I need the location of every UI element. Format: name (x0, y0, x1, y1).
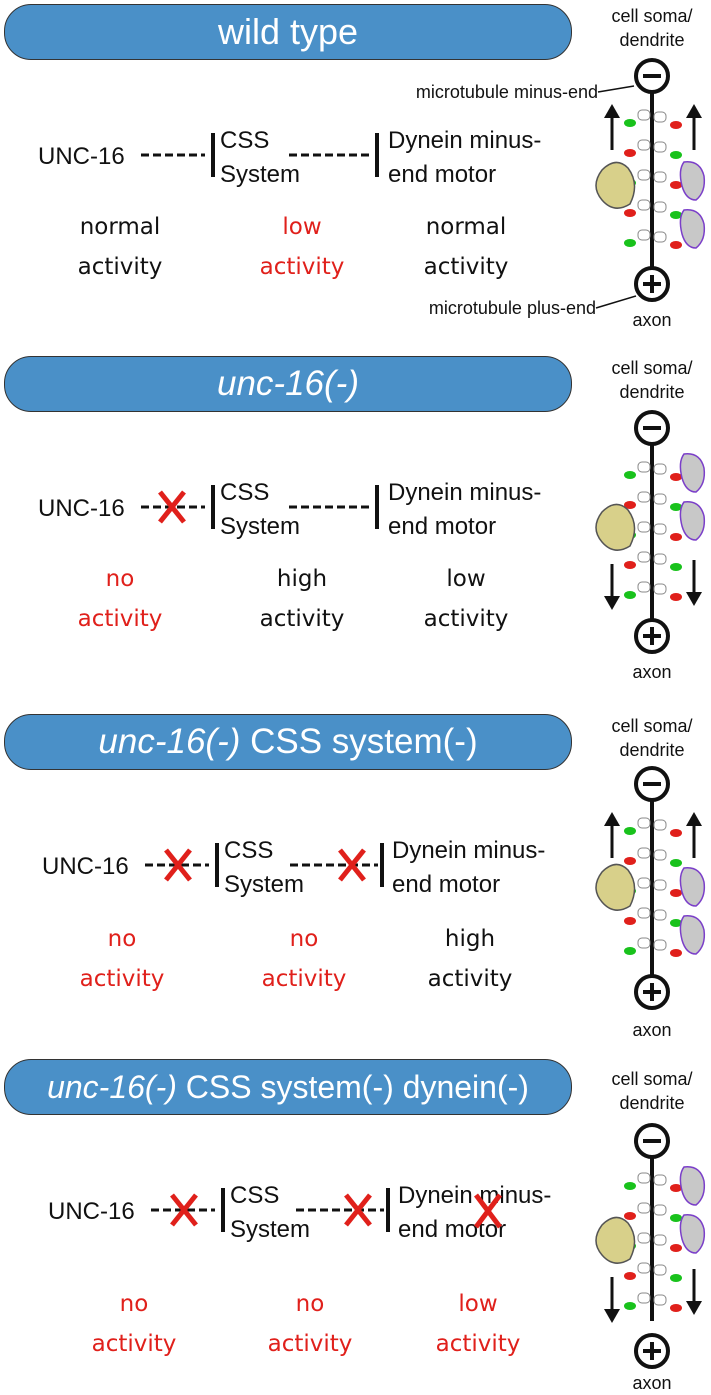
cargo-gray-1 (679, 1166, 706, 1206)
title-italic: unc-16(-) (217, 364, 359, 403)
activity-unc16-l1: no (120, 1291, 149, 1317)
activity-dynein-l1: low (446, 566, 485, 592)
css-label-2: System (224, 871, 304, 898)
panel-title-banner: unc-16(-) (4, 356, 572, 412)
panel-title-banner: unc-16(-) CSS system(-) (4, 714, 572, 770)
css-label-2: System (220, 513, 300, 540)
title-italic: unc-16(-) (47, 1069, 177, 1105)
title-text: CSS system(-) dynein(-) (176, 1069, 529, 1105)
activity-css-l2: activity (260, 606, 345, 632)
activity-dynein-l1: high (445, 926, 495, 952)
activity-css-l2: activity (268, 1331, 353, 1357)
dynein-label-1: Dynein minus- (392, 837, 545, 864)
motor-proteins (624, 461, 682, 601)
dynein-label-2: end motor (392, 871, 500, 898)
soma-label-1: cell soma/ (611, 358, 692, 378)
activity-unc16-l1: normal (80, 214, 161, 240)
pathway-diagram: UNC-16 CSS System Dynein minus- end moto… (38, 6, 706, 330)
pathway-diagram: UNC-16 CSS System Dynein minus- end moto… (38, 358, 706, 682)
activity-unc16-l1: no (108, 926, 137, 952)
cargo-gray-2 (679, 915, 706, 955)
dynein-label-1: Dynein minus- (388, 479, 541, 506)
motor-proteins (624, 109, 682, 249)
plus-end-label: microtubule plus-end (429, 298, 596, 318)
activity-dynein-l1: low (458, 1291, 497, 1317)
css-label-1: CSS (230, 1182, 279, 1209)
soma-label-2: dendrite (619, 1093, 684, 1113)
title-text: wild type (217, 11, 359, 52)
css-label-1: CSS (220, 479, 269, 506)
cargo-yellow (595, 161, 636, 209)
knockout-x-icon (164, 848, 192, 882)
css-label-2: System (220, 161, 300, 188)
panel-title-banner: wild type (4, 4, 572, 60)
knockout-x-icon (158, 490, 186, 524)
cargo-gray-1 (679, 453, 706, 493)
unc16-label: UNC-16 (38, 495, 125, 522)
css-label-2: System (230, 1216, 310, 1243)
activity-unc16-l1: no (106, 566, 135, 592)
activity-css-l2: activity (262, 966, 347, 992)
panel-unc16-css: unc-16(-) CSS system(-) UNC-16 CSS Syste… (0, 710, 711, 1050)
soma-label-2: dendrite (619, 382, 684, 402)
knockout-x-icon (344, 1193, 372, 1227)
knockout-x-icon (338, 848, 366, 882)
activity-css-l1: no (296, 1291, 325, 1317)
soma-label-1: cell soma/ (611, 716, 692, 736)
dynein-label-2: end motor (388, 513, 496, 540)
cargo-yellow (595, 1216, 636, 1264)
activity-unc16-l2: activity (78, 606, 163, 632)
activity-unc16-l2: activity (78, 254, 163, 280)
soma-label-2: dendrite (619, 30, 684, 50)
cargo-yellow (595, 503, 636, 551)
panel-unc16: unc-16(-) UNC-16 CSS System Dynein minus… (0, 352, 711, 692)
axon-label: axon (632, 1373, 671, 1393)
cargo-gray-1 (679, 867, 706, 907)
dynein-label-2: end motor (398, 1216, 506, 1243)
activity-css-l1: high (277, 566, 327, 592)
activity-css-l1: no (290, 926, 319, 952)
activity-unc16-l2: activity (92, 1331, 177, 1357)
pathway-diagram: UNC-16 CSS System Dynein minus- end moto… (48, 1069, 706, 1393)
unc16-label: UNC-16 (38, 143, 125, 170)
css-label-1: CSS (224, 837, 273, 864)
pathway-diagram: UNC-16 CSS System Dynein minus- end moto… (42, 716, 706, 1040)
knockout-x-icon (474, 1193, 502, 1229)
soma-label-1: cell soma/ (611, 1069, 692, 1089)
activity-unc16-l2: activity (80, 966, 165, 992)
title-text: CSS system(-) (240, 722, 478, 761)
axon-label: axon (632, 662, 671, 682)
panel-wild-type: wild type UNC-16 CSS System Dynein minus… (0, 0, 711, 340)
motor-proteins (624, 1172, 682, 1312)
dynein-label-1: Dynein minus- (398, 1182, 551, 1209)
dynein-label-1: Dynein minus- (388, 127, 541, 154)
css-label-1: CSS (220, 127, 269, 154)
axon-label: axon (632, 310, 671, 330)
activity-css-l2: activity (260, 254, 345, 280)
activity-css-l1: low (282, 214, 321, 240)
motor-proteins (624, 817, 682, 957)
soma-label-2: dendrite (619, 740, 684, 760)
activity-dynein-l2: activity (428, 966, 513, 992)
activity-dynein-l2: activity (424, 254, 509, 280)
title-italic: unc-16(-) (98, 722, 241, 761)
cargo-gray-2 (679, 501, 706, 541)
soma-label-1: cell soma/ (611, 6, 692, 26)
activity-dynein-l2: activity (436, 1331, 521, 1357)
activity-dynein-l1: normal (426, 214, 507, 240)
cargo-gray-2 (679, 1214, 706, 1254)
panel-title-banner: unc-16(-) CSS system(-) dynein(-) (4, 1059, 572, 1115)
cargo-yellow (595, 863, 636, 911)
panel-unc16-css-dynein: unc-16(-) CSS system(-) dynein(-) UNC-16… (0, 1055, 711, 1395)
minus-end-label: microtubule minus-end (416, 82, 598, 102)
knockout-x-icon (170, 1193, 198, 1227)
unc16-label: UNC-16 (42, 853, 129, 880)
cargo-gray-2 (679, 209, 706, 249)
axon-label: axon (632, 1020, 671, 1040)
cargo-gray-1 (679, 161, 706, 201)
activity-dynein-l2: activity (424, 606, 509, 632)
unc16-label: UNC-16 (48, 1198, 135, 1225)
dynein-label-2: end motor (388, 161, 496, 188)
